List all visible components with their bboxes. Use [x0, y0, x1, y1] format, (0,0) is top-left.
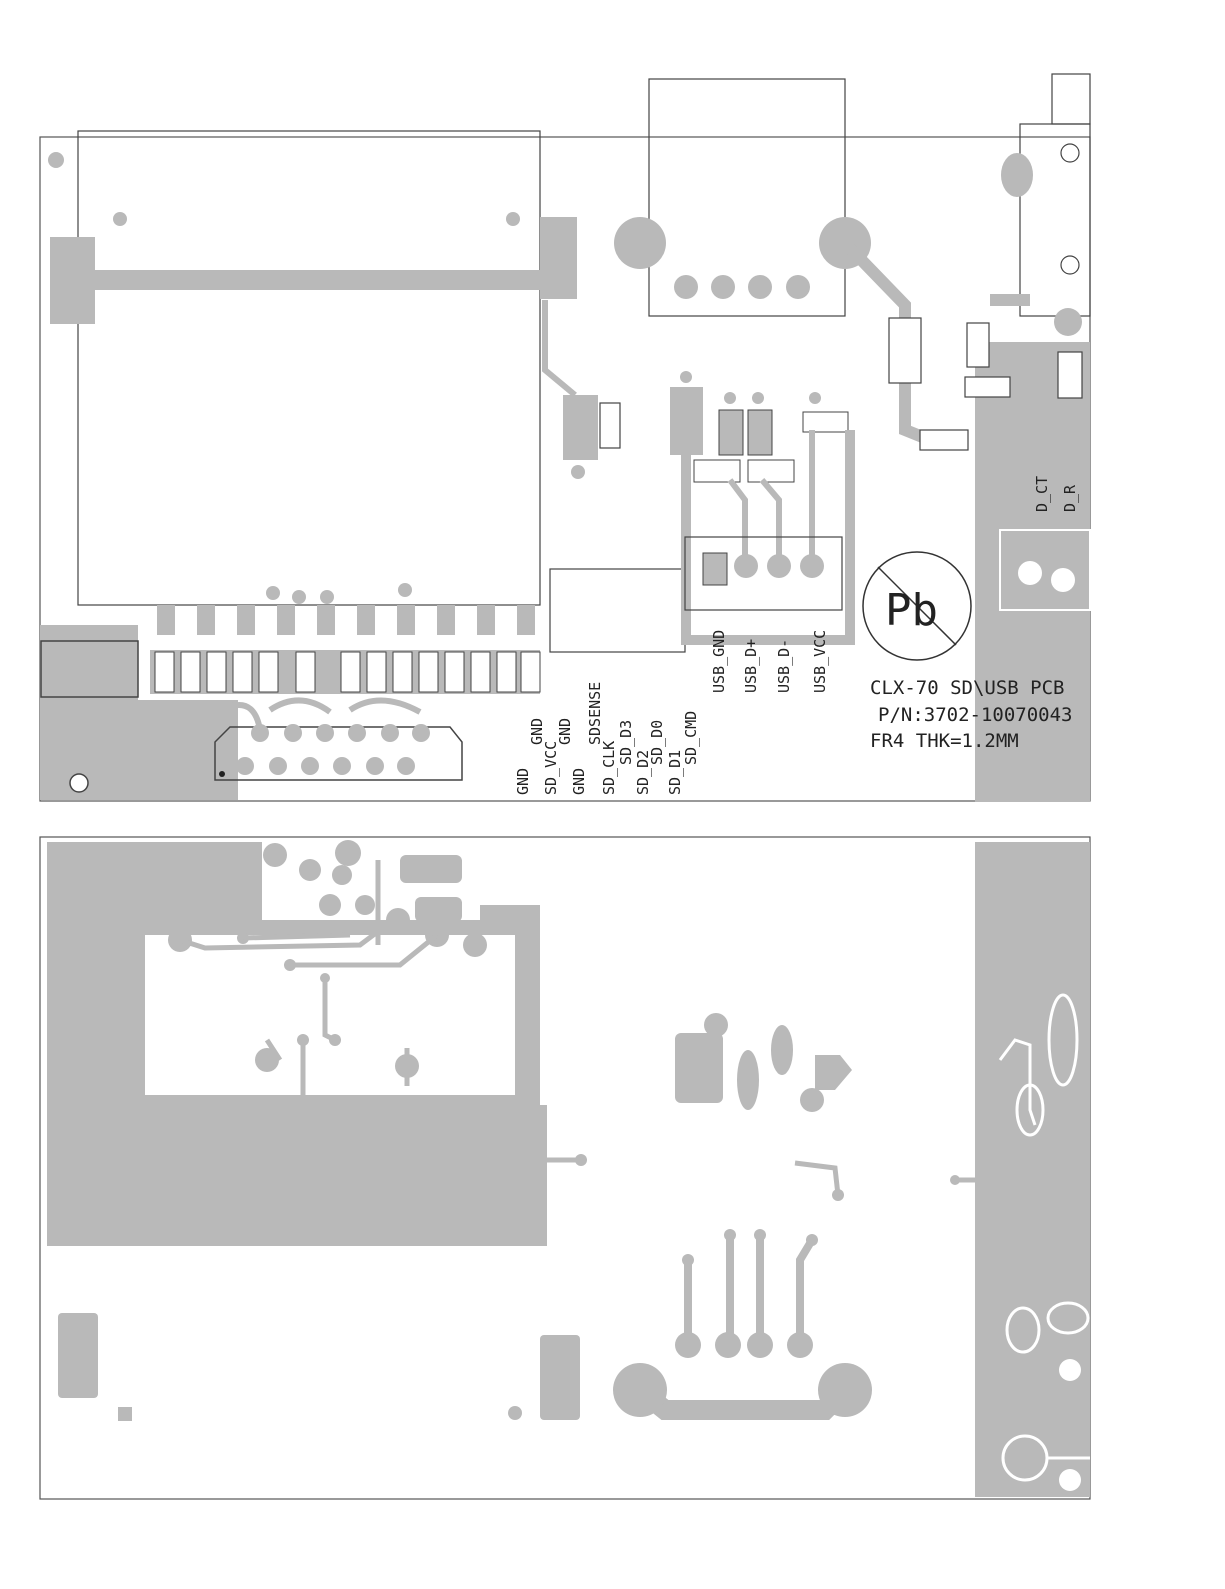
label-usb-dminus: USB_D-: [775, 639, 793, 693]
label-sd-vcc: SD_VCC: [542, 741, 560, 795]
header-pads: [236, 724, 430, 775]
usb-resistors: [670, 371, 848, 482]
transistor-pad: [563, 395, 598, 460]
label-sd-cmd: SD_CMD: [682, 711, 700, 765]
title-line-2: P/N:3702-10070043: [878, 704, 1072, 726]
label-d-ct: D_CT: [1033, 476, 1051, 512]
sd-slot-pad-right: [540, 217, 577, 299]
usb-connector-pads: [614, 217, 871, 299]
center-pads: [675, 1013, 852, 1112]
label-sd-d0: SD_D0: [648, 720, 666, 765]
usb-header-pads: [734, 554, 824, 578]
pb-text: Pb: [885, 585, 938, 636]
sd-slot-pad-left: [50, 237, 95, 324]
bottom-pad-block: [58, 1313, 98, 1398]
label-sdsense: SDSENSE: [586, 682, 604, 745]
mounting-hole: [70, 774, 88, 792]
fuse-outline: [889, 318, 921, 383]
label-gnd-4: GND: [556, 718, 574, 745]
label-usb-gnd: USB_GND: [710, 630, 728, 693]
bottom-layer-view: [40, 837, 1090, 1499]
resistor-array: [150, 650, 540, 694]
label-usb-vcc: USB_VCC: [811, 630, 829, 693]
label-sd-d3: SD_D3: [617, 720, 635, 765]
fiducial: [48, 152, 64, 168]
sd-signal-labels: GND GND SD_VCC GND GND SDSENSE SD_CLK SD…: [514, 682, 700, 795]
label-gnd-1: GND: [514, 768, 532, 795]
usb-bottom-pads: [613, 1229, 872, 1417]
right-copper-strip: [975, 842, 1090, 1497]
bottom-pad-block: [540, 1335, 580, 1420]
sd-card-pins: [157, 583, 535, 635]
label-sd-clk: SD_CLK: [600, 741, 618, 795]
bottom-ground-pour: [47, 842, 547, 1246]
label-d-r: D_R: [1061, 484, 1079, 512]
label-usb-dplus: USB_D+: [742, 639, 760, 693]
pin1-marker: [219, 771, 225, 777]
via: [506, 212, 520, 226]
via: [113, 212, 127, 226]
sd-card-slot-outline: [78, 131, 540, 605]
label-gnd-3: GND: [570, 768, 588, 795]
component-outline: [550, 569, 685, 652]
title-line-1: CLX-70 SD\USB PCB: [870, 677, 1064, 699]
lead-free-symbol: Pb: [863, 552, 971, 660]
top-layer-view: Pb D_CT D_R USB_GND USB_D+ USB_D- USB_VC…: [40, 74, 1090, 802]
title-line-3: FR4 THK=1.2MM: [870, 730, 1019, 752]
